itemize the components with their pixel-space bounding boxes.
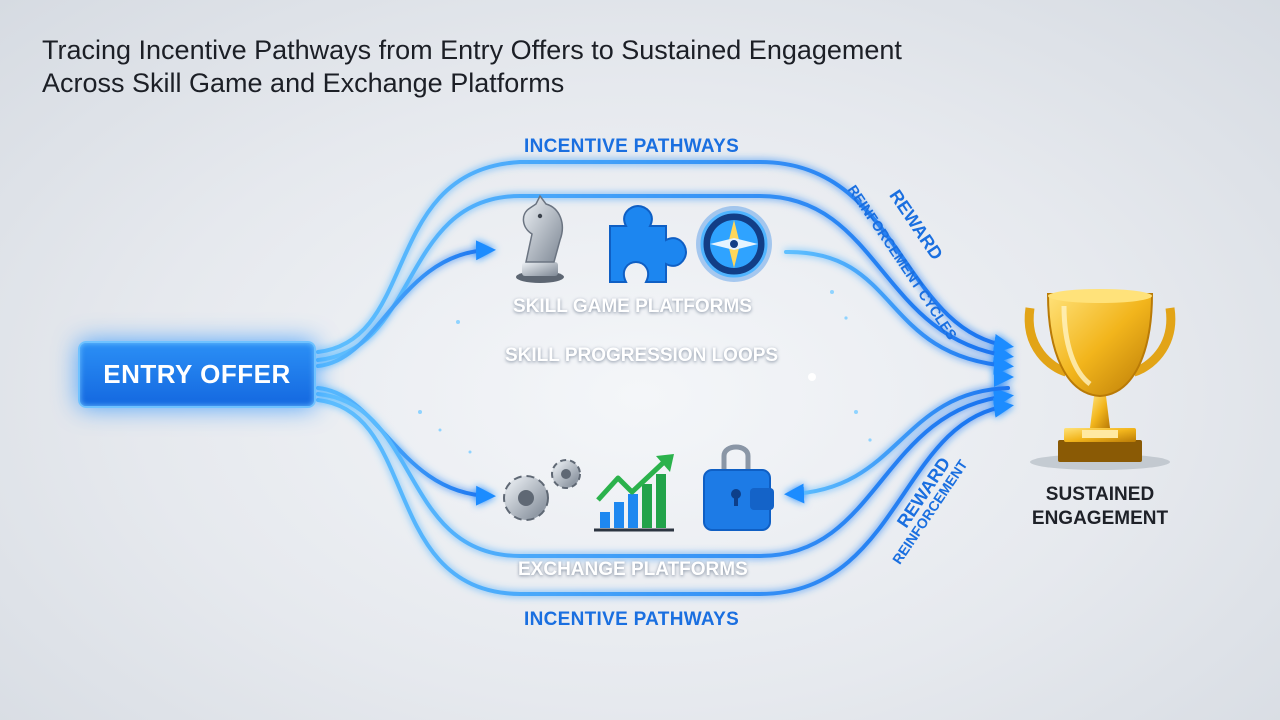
gears-icon bbox=[503, 459, 581, 521]
growth-chart-icon bbox=[594, 454, 674, 532]
sparkles bbox=[418, 290, 872, 454]
title-line-1: Tracing Incentive Pathways from Entry Of… bbox=[42, 35, 902, 65]
skill-game-platforms-label: SKILL GAME PLATFORMS bbox=[513, 296, 752, 317]
compass-dial-icon bbox=[696, 206, 772, 282]
exchange-platforms-label: EXCHANGE PLATFORMS bbox=[518, 559, 748, 580]
incentive-pathways-top-label: INCENTIVE PATHWAYS bbox=[524, 136, 740, 157]
title-line-2: Across Skill Game and Exchange Platforms bbox=[42, 68, 565, 98]
locked-wallet-icon bbox=[703, 444, 774, 531]
trophy-icon bbox=[1024, 289, 1176, 470]
entry-offer-node[interactable]: ENTRY OFFER bbox=[78, 341, 316, 408]
flow-outer-bottom bbox=[316, 397, 1014, 596]
sustained-line-2: ENGAGEMENT bbox=[1031, 508, 1169, 529]
chess-knight-icon bbox=[516, 194, 564, 283]
sustained-line-1: SUSTAINED bbox=[1045, 484, 1155, 505]
flow-from-skill bbox=[784, 249, 1014, 375]
flow-return-exchange bbox=[784, 386, 1010, 504]
flow-outer-top bbox=[316, 160, 1014, 354]
flow-to-exchange bbox=[316, 386, 496, 506]
incentive-pathways-bottom-label: INCENTIVE PATHWAYS bbox=[524, 609, 740, 630]
flow-to-skill bbox=[316, 240, 496, 368]
puzzle-piece-icon bbox=[609, 204, 688, 283]
flow-inner-bottom bbox=[316, 387, 1014, 558]
skill-progression-loops-label: SKILL PROGRESSION LOOPS bbox=[505, 345, 779, 366]
sustained-engagement-label: SUSTAINED ENGAGEMENT bbox=[1010, 483, 1190, 531]
page-title: Tracing Incentive Pathways from Entry Of… bbox=[42, 34, 902, 100]
